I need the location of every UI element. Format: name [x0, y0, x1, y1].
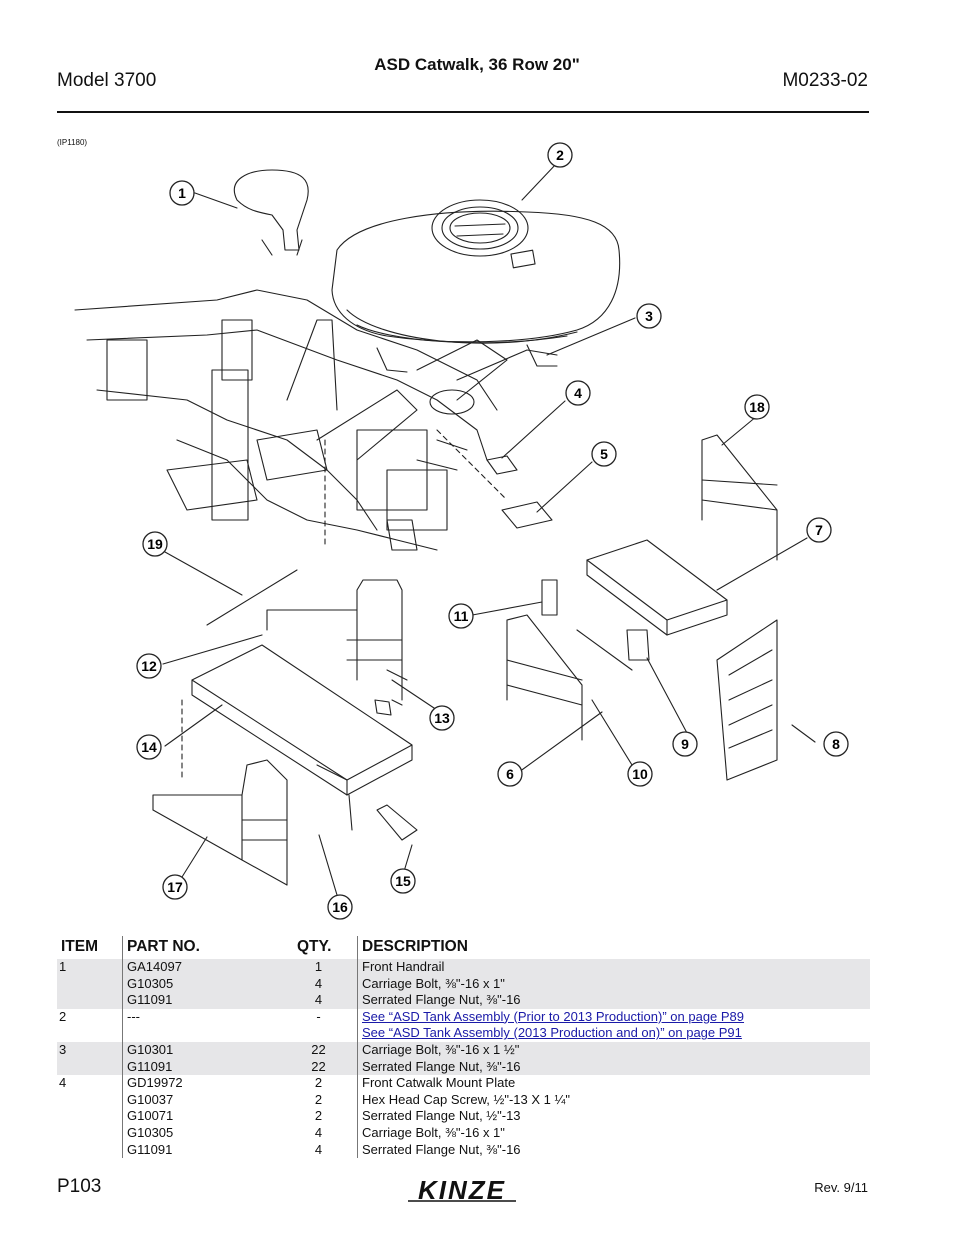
callout-4: 4	[565, 380, 591, 406]
column-header-item: ITEM	[61, 938, 99, 955]
front-handrail-drawing	[233, 169, 309, 256]
svg-text:17: 17	[167, 879, 183, 895]
svg-text:4: 4	[574, 385, 582, 401]
table-row: 4 GD19972 2 Front Catwalk Mount Plate	[57, 1075, 870, 1092]
callout-3: 3	[636, 303, 662, 329]
parts-table: ITEM PART NO. QTY. DESCRIPTION 1 GA14097…	[57, 936, 870, 1159]
svg-text:8: 8	[832, 736, 840, 752]
table-row: 1 GA14097 1 Front Handrail	[57, 959, 870, 976]
callout-2: 2	[547, 142, 573, 168]
svg-text:2: 2	[556, 147, 564, 163]
svg-text:14: 14	[141, 739, 157, 755]
catwalk-railing-drawing	[266, 579, 408, 706]
svg-text:KINZE: KINZE	[418, 1176, 506, 1204]
asd-tank-drawing	[331, 199, 621, 373]
catwalk-platform-drawing	[191, 644, 413, 796]
svg-text:5: 5	[600, 446, 608, 462]
svg-text:13: 13	[434, 710, 450, 726]
callout-6: 6	[497, 761, 523, 787]
svg-text:9: 9	[681, 736, 689, 752]
header-rule	[57, 111, 869, 113]
callout-13: 13	[429, 705, 455, 731]
table-row: 3 G10301 22 Carriage Bolt, ⅜"-16 x 1 ½"	[57, 1041, 870, 1059]
table-row: G10037 2 Hex Head Cap Screw, ½"-13 X 1 ¼…	[57, 1091, 870, 1109]
callout-10: 10	[627, 761, 653, 787]
column-header-quantity: QTY.	[297, 938, 332, 955]
document-number: M0233-02	[782, 70, 868, 91]
side-handrail-drawing	[506, 614, 583, 741]
callout-12: 12	[136, 653, 162, 679]
svg-text:16: 16	[332, 899, 348, 915]
callout-14: 14	[136, 734, 162, 760]
table-row: G11091 4 Serrated Flange Nut, ⅜"-16	[57, 992, 870, 1009]
callout-7: 7	[806, 517, 832, 543]
column-header-description: DESCRIPTION	[357, 936, 870, 959]
callout-16: 16	[327, 894, 353, 920]
callout-19: 19	[142, 531, 168, 557]
page-number: P103	[57, 1176, 102, 1197]
table-row: See “ASD Tank Assembly (2013 Production …	[57, 1025, 870, 1042]
upper-handrail-drawing	[701, 434, 778, 561]
link-asd-tank-assembly-p91[interactable]: See “ASD Tank Assembly (2013 Production …	[362, 1025, 742, 1041]
svg-text:3: 3	[645, 308, 653, 324]
callout-8: 8	[823, 731, 849, 757]
svg-text:19: 19	[147, 536, 163, 552]
svg-text:10: 10	[632, 766, 648, 782]
parts-table-header: ITEM PART NO. QTY. DESCRIPTION	[57, 936, 870, 959]
exploded-parts-diagram: 1 2 3 4 5 6 7 8 9 10 11 12 13 14 15 16 1…	[74, 142, 849, 920]
table-row: G11091 22 Serrated Flange Nut, ⅜"-16	[57, 1058, 870, 1076]
svg-text:1: 1	[178, 185, 186, 201]
link-asd-tank-assembly-p89[interactable]: See “ASD Tank Assembly (Prior to 2013 Pr…	[362, 1008, 745, 1024]
svg-text:6: 6	[506, 766, 514, 782]
callouts: 1 2 3 4 5 6 7 8 9 10 11 12 13 14 15 16 1…	[136, 142, 849, 920]
table-row: G10305 4 Carriage Bolt, ⅜"-16 x 1"	[57, 975, 870, 993]
image-reference: (IP1180)	[57, 138, 88, 147]
step-platform-drawing	[586, 539, 728, 636]
callout-9: 9	[672, 731, 698, 757]
column-header-part-number: PART NO.	[122, 936, 276, 959]
support-rod-drawing	[206, 569, 298, 626]
callout-11: 11	[448, 603, 474, 629]
revision-date: Rev. 9/11	[814, 1180, 868, 1195]
callout-1: 1	[169, 180, 195, 206]
rear-handrail-drawing	[152, 759, 288, 886]
toolbar-frame-drawing	[74, 289, 558, 551]
svg-text:15: 15	[395, 873, 411, 889]
table-row: G10305 4 Carriage Bolt, ⅜"-16 x 1"	[57, 1124, 870, 1142]
ladder-drawing	[716, 619, 778, 781]
callout-18: 18	[744, 394, 770, 420]
kinze-logo: KINZE	[408, 1176, 516, 1204]
svg-text:7: 7	[815, 522, 823, 538]
table-row: 2 --- - See “ASD Tank Assembly (Prior to…	[57, 1008, 870, 1026]
model-label: Model 3700	[57, 70, 157, 91]
page-title: ASD Catwalk, 36 Row 20"	[374, 55, 580, 74]
table-row: G11091 4 Serrated Flange Nut, ⅜"-16	[57, 1141, 870, 1159]
table-row: G10071 2 Serrated Flange Nut, ½"-13	[57, 1108, 870, 1125]
svg-text:11: 11	[454, 608, 469, 624]
callout-15: 15	[390, 868, 416, 894]
svg-text:12: 12	[141, 658, 157, 674]
callout-5: 5	[591, 441, 617, 467]
svg-text:18: 18	[749, 399, 765, 415]
callout-17: 17	[162, 874, 188, 900]
